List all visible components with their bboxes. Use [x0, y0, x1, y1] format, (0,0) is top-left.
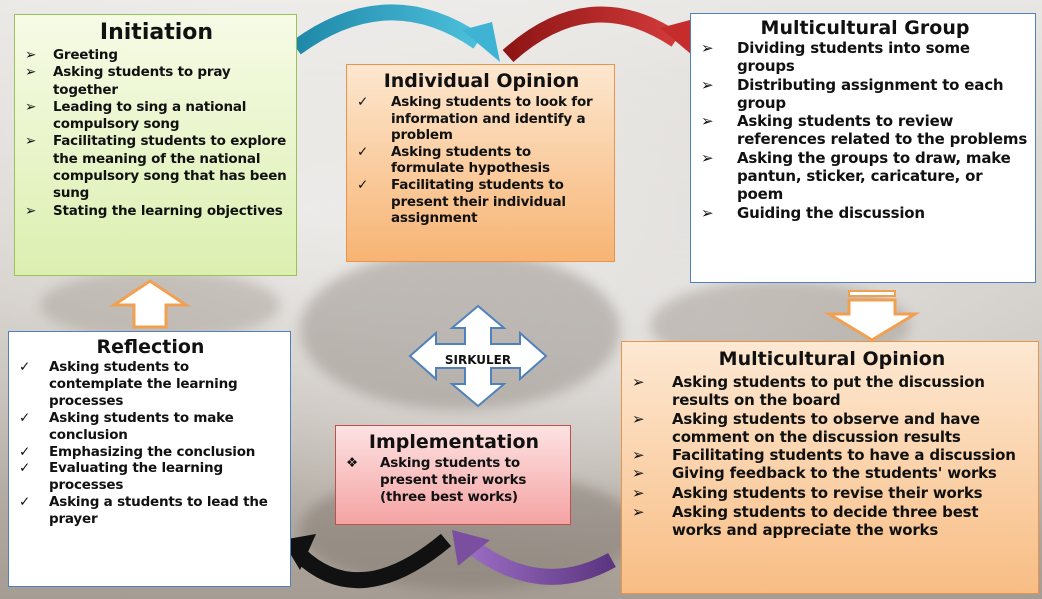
- arrow-bullet-icon: ➢: [701, 148, 714, 167]
- list-item: ➢Distributing assignment to each group: [701, 75, 1004, 112]
- check-bullet-icon: ✓: [19, 460, 31, 477]
- list-item: ➢Asking the groups to draw, make pantun,…: [701, 148, 1011, 204]
- arrow-bullet-icon: ➢: [632, 483, 645, 502]
- list-item: ➢Greeting: [25, 47, 118, 63]
- list-item: ➢Asking students to revise their works: [632, 483, 983, 502]
- multicultural-opinion-list: ➢Asking students to put the discussion r…: [632, 373, 1032, 540]
- reflection-box: Reflection ✓Asking students to contempla…: [8, 331, 291, 587]
- list-item: ✓Asking students to look for information…: [357, 94, 593, 144]
- arrow-bullet-icon: ➢: [25, 98, 37, 115]
- list-item: ❖Asking students to present their works …: [346, 455, 527, 505]
- sirkuler-label: SIRKULER: [444, 353, 512, 367]
- arrow-bullet-icon: ➢: [701, 203, 714, 222]
- arrow-bullet-icon: ➢: [25, 202, 37, 219]
- reflection-list: ✓Asking students to contemplate the lear…: [19, 359, 282, 528]
- initiation-title: Initiation: [99, 20, 214, 45]
- initiation-box: Initiation ➢Greeting ➢Asking students to…: [14, 14, 297, 276]
- check-bullet-icon: ✓: [19, 494, 31, 511]
- check-bullet-icon: ✓: [357, 94, 369, 110]
- list-item: ➢Asking students to review references re…: [701, 112, 1028, 149]
- implementation-list: ❖Asking students to present their works …: [346, 455, 562, 506]
- individual-opinion-title: Individual Opinion: [383, 70, 580, 92]
- arrow-bullet-icon: ➢: [632, 373, 645, 391]
- diamond-bullet-icon: ❖: [346, 455, 358, 471]
- list-item: ➢Giving feedback to the students' works: [632, 464, 997, 483]
- arrow-bullet-icon: ➢: [632, 409, 645, 428]
- list-item: ✓Emphasizing the conclusion: [19, 443, 256, 460]
- list-item: ✓Asking students to make conclusion: [19, 409, 234, 443]
- list-item: ➢Asking students to decide three best wo…: [632, 503, 979, 540]
- list-item: ➢Stating the learning objectives: [25, 202, 283, 219]
- arrow-bullet-icon: ➢: [25, 64, 37, 81]
- initiation-list: ➢Greeting ➢Asking students to pray toget…: [25, 47, 288, 220]
- individual-opinion-box: Individual Opinion ✓Asking students to l…: [346, 64, 615, 262]
- arrow-bullet-icon: ➢: [632, 503, 645, 522]
- individual-opinion-list: ✓Asking students to look for information…: [357, 94, 606, 227]
- list-item: ➢Facilitating students to have a discuss…: [632, 446, 1016, 465]
- arrow-bullet-icon: ➢: [632, 446, 645, 465]
- multicultural-group-box: Multicultural Group ➢Dividing students i…: [690, 13, 1036, 283]
- implementation-title: Implementation: [368, 431, 540, 453]
- arrow-bullet-icon: ➢: [632, 464, 645, 483]
- arrow-bullet-icon: ➢: [25, 133, 37, 150]
- multicultural-group-list: ➢Dividing students into some groups ➢Dis…: [701, 39, 1029, 222]
- list-item: ➢Guiding the discussion: [701, 203, 925, 222]
- check-bullet-icon: ✓: [19, 409, 31, 426]
- list-item: ✓Asking students to formulate hypothesis: [357, 143, 550, 177]
- multicultural-opinion-title: Multicultural Opinion: [718, 348, 946, 370]
- list-item: ✓Asking students to contemplate the lear…: [19, 359, 238, 409]
- check-bullet-icon: ✓: [357, 143, 369, 160]
- arrow-bullet-icon: ➢: [25, 47, 37, 63]
- check-bullet-icon: ✓: [19, 443, 31, 460]
- list-item: ➢Facilitating students to explore the me…: [25, 133, 287, 202]
- list-item: ➢Dividing students into some groups: [701, 39, 970, 76]
- list-item: ➢Asking students to pray together: [25, 64, 231, 98]
- list-item: ✓Asking a students to lead the prayer: [19, 494, 268, 528]
- arrow-bullet-icon: ➢: [701, 112, 714, 131]
- list-item: ➢Leading to sing a national compulsory s…: [25, 98, 247, 133]
- reflection-title: Reflection: [96, 336, 205, 358]
- check-bullet-icon: ✓: [19, 359, 31, 375]
- list-item: ✓Facilitating students to present their …: [357, 176, 566, 227]
- implementation-box: Implementation ❖Asking students to prese…: [335, 425, 571, 525]
- multicultural-group-title: Multicultural Group: [760, 17, 970, 39]
- arrow-bullet-icon: ➢: [701, 39, 714, 57]
- list-item: ✓Evaluating the learning processes: [19, 460, 223, 494]
- list-item: ➢Asking students to observe and have com…: [632, 409, 980, 446]
- multicultural-opinion-box: Multicultural Opinion ➢Asking students t…: [621, 341, 1039, 594]
- check-bullet-icon: ✓: [357, 176, 369, 193]
- arrow-bullet-icon: ➢: [701, 75, 714, 94]
- list-item: ➢Asking students to put the discussion r…: [632, 373, 985, 410]
